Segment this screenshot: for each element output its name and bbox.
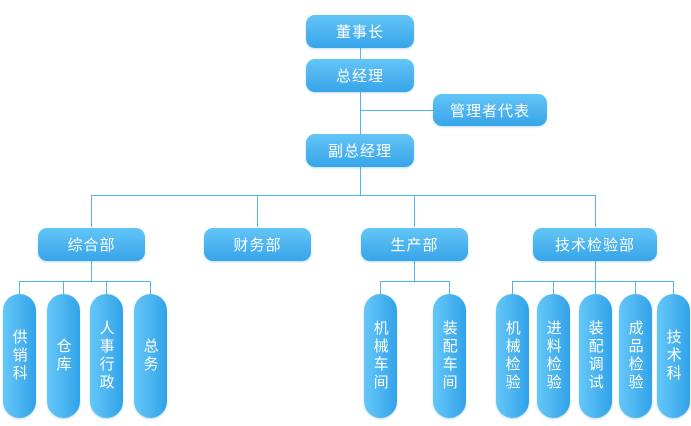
node-unit-machinery-inspection[interactable]: 机械检验 (496, 294, 529, 418)
connector-deputy-to-bus (360, 166, 361, 195)
connector-dept1-to-subbus (91, 261, 92, 281)
node-unit-machinery-workshop-label: 机械车间 (371, 320, 390, 392)
connector-subbus4-unit-5 (673, 281, 674, 294)
connector-subbus3-unit-2 (449, 281, 450, 294)
node-unit-assembly-debugging-label: 装配调试 (586, 320, 605, 392)
node-department-general-affairs[interactable]: 综合部 (38, 228, 145, 261)
node-unit-technical-section[interactable]: 技术科 (657, 294, 690, 418)
node-unit-warehouse[interactable]: 仓库 (47, 294, 80, 418)
node-unit-machinery-workshop[interactable]: 机械车间 (364, 294, 397, 418)
connector-subbus1-unit-3 (106, 281, 107, 294)
connector-subbus3-unit-1 (380, 281, 381, 294)
connector-dept3-to-subbus (414, 261, 415, 281)
connector-subbus4-unit-4 (635, 281, 636, 294)
node-unit-supply-marketing[interactable]: 供销科 (3, 294, 36, 418)
node-management-representative[interactable]: 管理者代表 (433, 94, 547, 126)
connector-bus-to-dept-2 (257, 195, 258, 227)
connector-gm-to-mgmt-rep (360, 110, 434, 111)
connector-bus-to-dept-1 (91, 195, 92, 227)
node-general-manager[interactable]: 总经理 (306, 59, 414, 92)
node-unit-warehouse-label: 仓库 (54, 338, 73, 374)
node-deputy-general-manager[interactable]: 副总经理 (306, 134, 414, 167)
node-unit-machinery-inspection-label: 机械检验 (503, 320, 522, 392)
node-department-finance[interactable]: 财务部 (204, 228, 311, 261)
node-unit-assembly-debugging[interactable]: 装配调试 (579, 294, 612, 418)
node-unit-technical-section-label: 技术科 (664, 329, 683, 383)
node-department-production[interactable]: 生产部 (361, 228, 468, 261)
node-department-technical-inspection[interactable]: 技术检验部 (533, 228, 657, 261)
node-unit-finished-product-inspection-label: 成品检验 (626, 320, 645, 392)
department-bus (91, 195, 596, 196)
connector-subbus1-unit-2 (63, 281, 64, 294)
node-unit-general-services[interactable]: 总务 (134, 294, 167, 418)
node-unit-supply-marketing-label: 供销科 (10, 329, 29, 383)
connector-subbus4-unit-3 (595, 281, 596, 294)
subbus-technical-inspection (512, 281, 673, 282)
node-chairman[interactable]: 董事长 (306, 15, 414, 48)
node-unit-finished-product-inspection[interactable]: 成品检验 (619, 294, 652, 418)
node-unit-assembly-workshop-label: 装配车间 (440, 320, 459, 392)
node-unit-incoming-material-inspection-label: 进料检验 (544, 320, 563, 392)
subbus-production (380, 281, 449, 282)
node-unit-hr-admin[interactable]: 人事行政 (90, 294, 123, 418)
node-unit-assembly-workshop[interactable]: 装配车间 (433, 294, 466, 418)
subbus-general-affairs (19, 281, 150, 282)
connector-subbus1-unit-1 (19, 281, 20, 294)
connector-bus-to-dept-3 (414, 195, 415, 227)
connector-dept4-to-subbus (595, 261, 596, 281)
connector-subbus1-unit-4 (150, 281, 151, 294)
connector-bus-to-dept-4 (595, 195, 596, 227)
connector-gm-to-deputy (360, 92, 361, 136)
node-unit-general-services-label: 总务 (141, 338, 160, 374)
node-unit-hr-admin-label: 人事行政 (97, 320, 116, 392)
connector-subbus4-unit-1 (512, 281, 513, 294)
node-unit-incoming-material-inspection[interactable]: 进料检验 (537, 294, 570, 418)
connector-chairman-to-gm (360, 48, 361, 62)
connector-subbus4-unit-2 (553, 281, 554, 294)
